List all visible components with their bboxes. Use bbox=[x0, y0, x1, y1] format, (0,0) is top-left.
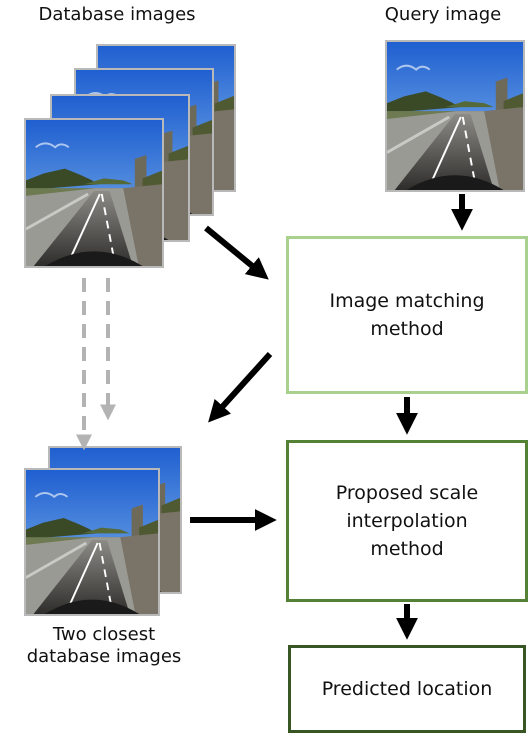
closest-database-image bbox=[24, 468, 160, 616]
image-matching-text-line-1: Image matching bbox=[329, 290, 485, 312]
database-image bbox=[24, 118, 164, 268]
two-closest-label-line-2: database images bbox=[26, 646, 182, 667]
database-images-label: Database images bbox=[38, 4, 196, 25]
scale-interpolation-box: Proposed scale interpolation method bbox=[286, 440, 528, 602]
predicted-location-text: Predicted location bbox=[321, 678, 493, 700]
arrow-matching-to-closest bbox=[208, 351, 273, 423]
two-closest-label: Two closest database images bbox=[14, 624, 194, 668]
arrow-database-to-matching bbox=[204, 225, 269, 280]
query-image bbox=[385, 40, 525, 192]
scale-interpolation-text-line-3: method bbox=[370, 538, 444, 560]
two-closest-label-line-1: Two closest bbox=[52, 624, 156, 645]
image-matching-box: Image matching method bbox=[286, 236, 528, 394]
predicted-location-box: Predicted location bbox=[288, 645, 526, 733]
scale-interpolation-text-line-2: interpolation bbox=[346, 510, 468, 532]
scale-interpolation-text-line-1: Proposed scale bbox=[335, 482, 479, 504]
image-matching-text-line-2: method bbox=[370, 318, 444, 340]
query-image-label: Query image bbox=[384, 4, 502, 25]
